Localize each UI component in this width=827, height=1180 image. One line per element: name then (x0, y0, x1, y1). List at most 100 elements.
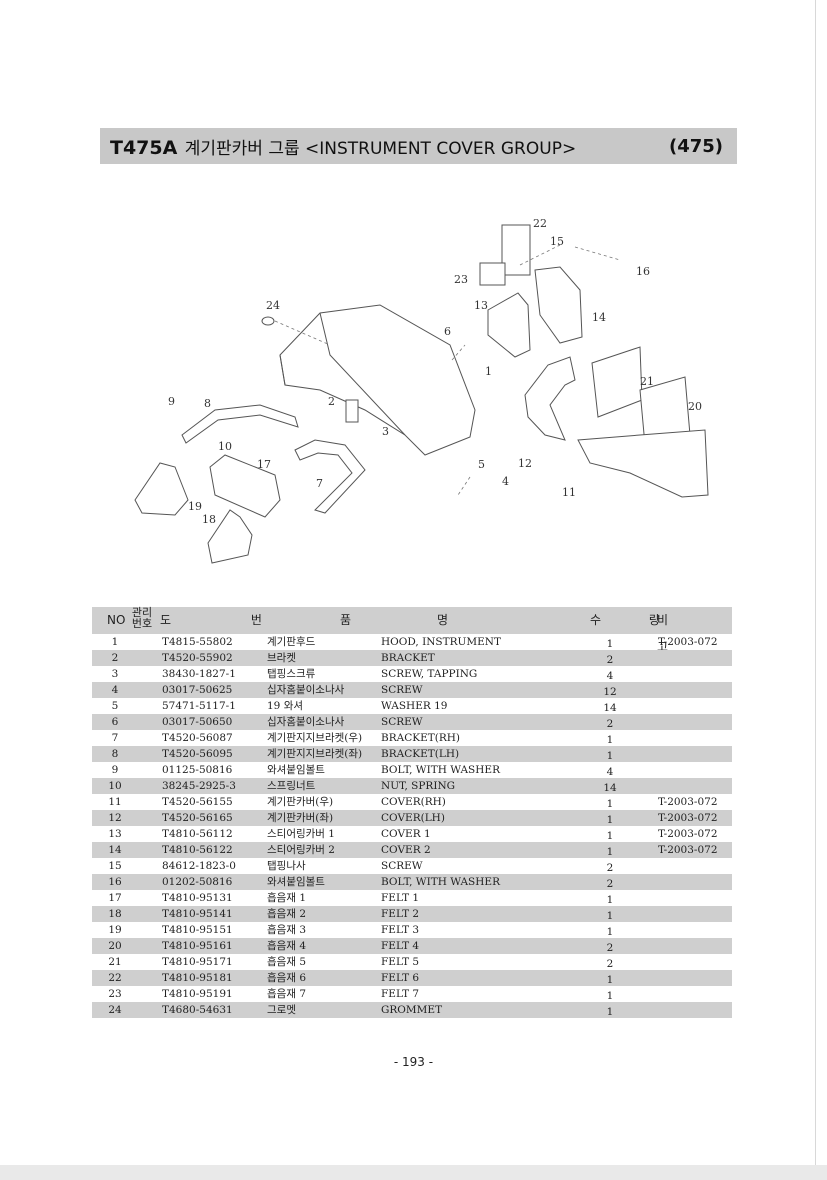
cell-english-name: FELT 7 (381, 988, 420, 1000)
cell-qty: 2 (606, 942, 614, 954)
cell-english-name: FELT 5 (381, 956, 420, 968)
cell-qty: 1 (606, 638, 614, 650)
group-code: T475A (110, 136, 178, 159)
cell-korean-name: 흡음재 1 (267, 892, 306, 904)
exploded-parts-diagram: 1 2 3 4 5 6 7 8 9 10 11 12 13 14 15 16 1… (120, 205, 720, 575)
part-bracket (345, 399, 359, 423)
cell-no: 14 (108, 844, 122, 856)
part-bracket-rh (294, 439, 366, 514)
cell-no: 12 (108, 812, 122, 824)
callout-6: 6 (444, 325, 451, 338)
cell-no: 20 (108, 940, 122, 952)
cell-drawing: 38430-1827-1 (162, 668, 236, 680)
cell-qty: 1 (606, 910, 614, 922)
cell-qty: 1 (606, 1006, 614, 1018)
cell-no: 22 (108, 972, 122, 984)
callout-11: 11 (562, 486, 576, 499)
cell-qty: 1 (606, 926, 614, 938)
cell-remark: T-2003-072 (658, 844, 718, 856)
group-page-code: (475) (668, 135, 723, 157)
cell-korean-name: 십자홈붙이소나사 (267, 684, 345, 696)
cell-no: 23 (108, 988, 122, 1000)
cell-korean-name: 스프링너트 (267, 780, 316, 792)
callout-2: 2 (328, 395, 335, 408)
cell-no: 17 (108, 892, 122, 904)
cell-drawing: T4810-56112 (162, 828, 233, 840)
cell-korean-name: 계기판지지브라켓(좌) (267, 748, 363, 760)
cell-english-name: GROMMET (381, 1004, 443, 1016)
callout-5: 5 (478, 458, 485, 471)
cell-korean-name: 흡음재 7 (267, 988, 306, 1000)
cell-no: 5 (111, 700, 119, 712)
leader-line (274, 244, 621, 496)
cell-no: 3 (111, 668, 119, 680)
callout-12: 12 (518, 457, 532, 470)
cell-english-name: COVER 1 (381, 828, 431, 840)
callout-20: 20 (688, 400, 702, 413)
cell-korean-name: 십자홈붙이소나사 (267, 716, 345, 728)
cell-no: 2 (111, 652, 119, 664)
title-bar: T475A 계기판카버 그룹 <INSTRUMENT COVER GROUP> … (100, 128, 737, 164)
cell-no: 16 (108, 876, 122, 888)
cell-korean-name: 계기판지지브라켓(우) (267, 732, 363, 744)
cell-korean-name: 계기판카버(우) (267, 796, 334, 808)
cell-english-name: NUT, SPRING (381, 780, 456, 792)
cell-korean-name: 흡음재 4 (267, 940, 306, 952)
cell-no: 19 (108, 924, 122, 936)
cell-no: 13 (108, 828, 122, 840)
callout-18: 18 (202, 513, 216, 526)
cell-english-name: SCREW (381, 860, 423, 872)
part-cover-lh (524, 356, 576, 441)
table-header: NO 관리번호 도 번 품 명 수 량 비 고 (92, 607, 732, 654)
part-bracket-lh (181, 404, 299, 444)
cell-no: 10 (108, 780, 122, 792)
cell-qty: 4 (606, 766, 614, 778)
cell-drawing: T4810-95181 (162, 972, 233, 984)
cell-drawing: T4520-56095 (162, 748, 233, 760)
cell-qty: 14 (603, 702, 617, 714)
cell-drawing: T4810-95161 (162, 940, 233, 952)
callout-22: 22 (533, 217, 547, 230)
cell-qty: 2 (606, 862, 614, 874)
header-remark: 비 고 (657, 613, 687, 654)
cell-qty: 1 (606, 750, 614, 762)
part-felt-1 (209, 454, 281, 518)
page-number: - 193 - (393, 1055, 434, 1069)
part-cover-1 (487, 292, 531, 358)
part-felt-7 (479, 262, 506, 286)
cell-drawing: T4810-56122 (162, 844, 233, 856)
cell-drawing: T4520-56155 (162, 796, 233, 808)
part-felt-3 (134, 462, 189, 516)
cell-korean-name: 와셔붙임볼트 (267, 764, 325, 776)
part-grommet (261, 316, 275, 326)
cell-korean-name: 계기판카버(좌) (267, 812, 334, 824)
cell-no: 24 (108, 1004, 122, 1016)
cell-drawing: 84612-1823-0 (162, 860, 236, 872)
callout-9: 9 (168, 395, 175, 408)
cell-english-name: WASHER 19 (381, 700, 448, 712)
header-qty: 수 량 (590, 613, 682, 627)
cell-korean-name: 그로멧 (267, 1004, 296, 1016)
callout-1: 1 (485, 365, 492, 378)
cell-qty: 2 (606, 718, 614, 730)
cell-no: 11 (108, 796, 122, 808)
cell-english-name: FELT 3 (381, 924, 420, 936)
callout-10: 10 (218, 440, 232, 453)
cell-english-name: BRACKET(RH) (381, 732, 461, 744)
callout-3: 3 (382, 425, 389, 438)
callout-17: 17 (257, 458, 271, 471)
cell-drawing: 03017-50625 (162, 684, 233, 696)
part-cover-rh (577, 429, 709, 498)
part-felt-6 (501, 224, 531, 276)
